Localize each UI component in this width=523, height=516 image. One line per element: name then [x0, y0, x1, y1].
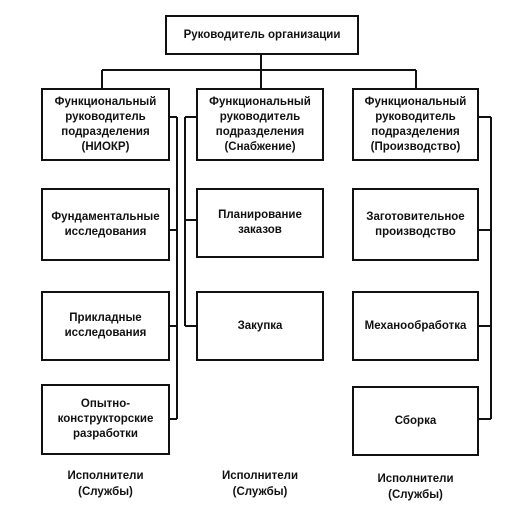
unit-box-assembly: Сборка — [352, 386, 479, 456]
manager-box-production: Функциональный руководитель подразделени… — [352, 88, 479, 161]
unit-box-procurement: Закупка — [196, 291, 324, 361]
manager-box-rnd: Функциональный руководитель подразделени… — [41, 88, 170, 161]
unit-box-procurement-production: Заготовительное производство — [352, 188, 479, 261]
unit-box-machining: Механообработка — [352, 291, 479, 361]
root-manager-box: Руководитель организации — [165, 15, 359, 55]
caption-production: Исполнители (Службы) — [377, 473, 454, 501]
caption-rnd: Исполнители (Службы) — [67, 470, 144, 498]
unit-box-applied-research: Прикладные исследования — [41, 291, 170, 361]
unit-box-fundamental-research: Фундаментальные исследования — [41, 188, 170, 261]
caption-supply: Исполнители (Службы) — [221, 470, 299, 498]
manager-box-supply: Функциональный руководитель подразделени… — [196, 88, 324, 161]
unit-box-order-planning: Планирование заказов — [196, 188, 324, 258]
unit-box-rd-development: Опытно- конструкторские разработки — [41, 384, 170, 455]
